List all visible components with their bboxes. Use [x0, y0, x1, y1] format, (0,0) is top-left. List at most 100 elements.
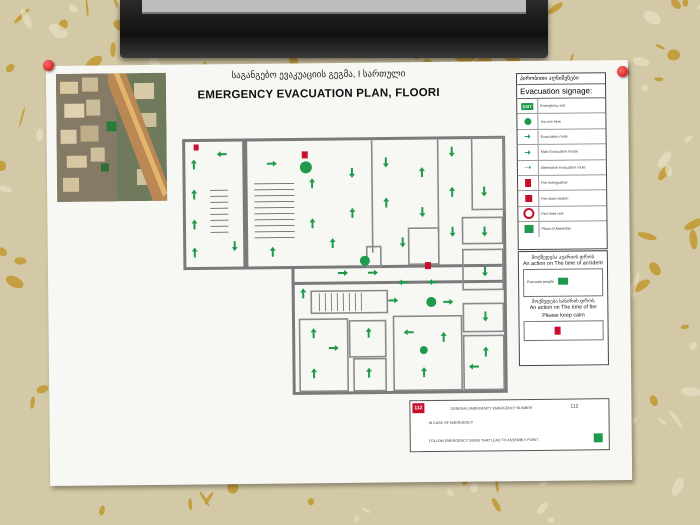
evacuation-route-arrow: [300, 288, 307, 299]
wall-texture-blot: [30, 396, 35, 409]
evacuation-route-arrow: [328, 345, 339, 352]
wall-texture-blot: [538, 479, 549, 487]
evacuation-route-arrow: [443, 298, 454, 305]
wall-texture-blot: [99, 505, 105, 516]
evacuation-route-arrow: [399, 237, 406, 248]
assembly-point-icon: [524, 225, 534, 234]
evacuation-route-arrow: [309, 218, 316, 229]
fire-alarm-icon: [524, 195, 532, 203]
wall-texture-blot: [689, 341, 697, 351]
evacuation-route-arrow: [349, 207, 356, 218]
fire-extinguisher-marker-2: [424, 262, 431, 270]
legend-panel: პირობითი აღნიშვნები Evacuation signage: …: [515, 72, 608, 251]
wall-texture-blot: [547, 517, 555, 524]
arrow-right-icon: ➜: [524, 132, 531, 142]
wall-texture-blot: [649, 395, 658, 407]
evacuation-route-arrow: [231, 241, 238, 252]
exit-sign-icon: EXIT: [520, 102, 534, 110]
legend-row: Fire alarm button: [518, 190, 607, 207]
wall-texture-blot: [0, 247, 8, 257]
legend-row: Fire extinguisher: [517, 175, 607, 192]
evacuate-people-text: Evacuate people: [527, 279, 554, 285]
wall-texture-blot: [631, 417, 638, 424]
fire-extinguisher-marker-1: [301, 151, 308, 159]
evacuation-route-arrow: [337, 269, 348, 276]
you-are-here-icon: [523, 118, 531, 126]
wall-texture-blot: [447, 489, 454, 497]
evacuation-route-arrow: [482, 346, 489, 357]
evacuation-route-arrow: [329, 238, 336, 249]
satellite-map-image: [55, 72, 168, 202]
legend-row: ➜ Evacuation route: [517, 128, 606, 146]
wall-texture-blot: [696, 5, 700, 10]
evacuation-route-arrow: [468, 363, 479, 370]
evacuation-route-arrow: [398, 279, 409, 286]
fire-instructions-box: [523, 320, 604, 342]
evacuation-route-arrow: [440, 331, 447, 342]
accident-heading: An action on The time of accident: [522, 260, 603, 268]
wall-texture-blot: [112, 0, 118, 8]
wall-texture-blot: [495, 479, 499, 493]
frame-picture-edge: [142, 0, 526, 14]
evacuation-route-arrow: [418, 167, 425, 178]
wall-texture-blot: [640, 84, 649, 92]
wall-texture-blot: [654, 77, 664, 82]
wall-texture-blot: [49, 23, 68, 38]
evacuation-route-arrow: [481, 186, 488, 197]
picture-frame: [120, 0, 548, 58]
wall-texture-blot: [689, 229, 698, 250]
fire-alarm-icon: [554, 326, 561, 335]
wall-texture-blot: [684, 135, 693, 143]
legend-item-label: Evacuation route: [540, 134, 568, 139]
wall-texture-blot: [110, 42, 116, 57]
wall-texture-blot: [307, 498, 315, 506]
legend-header: პირობითი აღნიშვნები: [516, 73, 606, 86]
evacuation-route-arrow: [365, 327, 372, 338]
assembly-line-text: IN CASE OF EMERGENCY: [428, 420, 474, 426]
legend-row: ➜ Main Evacuation Route: [517, 144, 606, 161]
assembly-marker-2: [426, 297, 437, 308]
wall-texture-blot: [657, 151, 672, 168]
poster-title: EMERGENCY EVACUATION PLAN, FLOORI: [197, 86, 440, 102]
evacuation-route-arrow: [348, 167, 355, 178]
evacuation-route-arrow: [419, 207, 426, 218]
legend-row: You are here: [517, 113, 606, 130]
wall-texture-blot: [20, 8, 32, 29]
evacuation-route-arrow: [421, 367, 428, 378]
legend-item-label: Emergency exit: [540, 103, 566, 109]
evacuation-route-arrow: [482, 266, 489, 277]
wall-texture-blot: [5, 275, 24, 289]
legend-item-label: Fire extinguisher: [541, 180, 568, 186]
wall-texture-blot: [5, 63, 15, 73]
wall-texture-blot: [362, 507, 371, 514]
evacuation-route-arrow: [190, 159, 197, 170]
fire-heading: An action on The time of fier: [529, 304, 598, 312]
wall-texture-blot: [669, 410, 683, 428]
evacuation-route-arrow: [266, 160, 277, 167]
wall-texture-blot: [655, 44, 665, 50]
keep-calm-text: Please keep calm: [542, 312, 585, 319]
wall-texture-blot: [35, 128, 44, 142]
wall-texture-blot: [664, 164, 673, 177]
evacuation-route-arrow: [310, 328, 317, 339]
push-pin-right: [617, 66, 628, 77]
wall-texture-blot: [671, 0, 681, 9]
wall-texture-blot: [36, 385, 49, 394]
arrow-right-icon: ➜: [524, 147, 532, 157]
wall-texture-blot: [188, 498, 193, 511]
evacuation-route-arrow: [311, 368, 318, 379]
legend-row: Fire hose reel: [518, 205, 607, 223]
evacuation-route-arrow: [309, 178, 316, 189]
wall-texture-blot: [637, 232, 657, 241]
wall-texture-blot: [657, 417, 667, 426]
evacuation-route-arrow: [216, 151, 227, 158]
evacuation-route-arrow: [481, 226, 488, 237]
push-pin-left: [43, 60, 54, 71]
floor-plan-drawing: [182, 135, 508, 395]
evacuation-route-arrow: [382, 157, 389, 168]
evacuation-route-arrow: [388, 297, 399, 304]
emergency-112-badge: 112: [412, 403, 425, 414]
fire-extinguisher-icon: [525, 179, 532, 188]
wall-texture-blot: [491, 498, 501, 512]
evacuation-route-arrow: [367, 269, 378, 276]
